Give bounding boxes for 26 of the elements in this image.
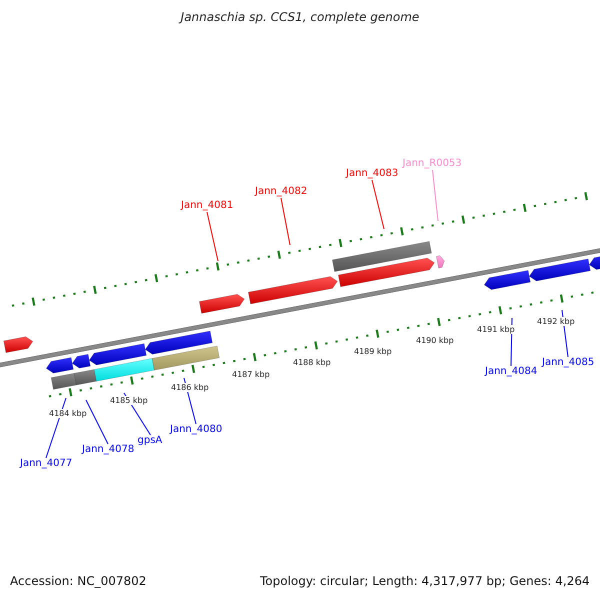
- gene-label: Jann_4078: [82, 444, 134, 456]
- scale-label: 4185 kbp: [110, 396, 148, 405]
- scale-label: 4191 kbp: [477, 324, 515, 334]
- gene-label: Jann_4084: [485, 366, 538, 378]
- leader-line: [372, 180, 384, 230]
- scale-label: 4189 kbp: [354, 346, 392, 356]
- gene-label: gpsA: [138, 435, 162, 446]
- leader-line: [432, 170, 438, 222]
- title: Jannaschia sp. CCS1, complete genome: [178, 11, 420, 25]
- gene-label: Jann_4085: [542, 357, 594, 368]
- gene-label: Jann_R0053: [402, 158, 462, 170]
- leader-line: [280, 198, 290, 246]
- gene-label: Jann_4077: [20, 458, 72, 470]
- scale-label: 4184 kbp: [49, 408, 87, 418]
- leader-line: [206, 212, 218, 262]
- footer-text: Accession: NC_007802: [10, 575, 146, 589]
- gene-label: Jann_4081: [181, 200, 234, 212]
- gene-label: Jann_4083: [346, 168, 398, 180]
- scale-label: 4186 kbp: [171, 382, 209, 392]
- scale-label: 4188 kbp: [293, 358, 331, 367]
- gene-label: Jann_4080: [170, 424, 222, 436]
- leader-line: [86, 400, 108, 444]
- gene-label: Jann_4082: [255, 186, 308, 198]
- scale-label: 4192 kbp: [537, 316, 575, 326]
- footer-text: Topology: circular; Length: 4,317,977 bp; Genes: 4,264: [260, 575, 590, 589]
- scale-label: 4190 kbp: [416, 336, 454, 345]
